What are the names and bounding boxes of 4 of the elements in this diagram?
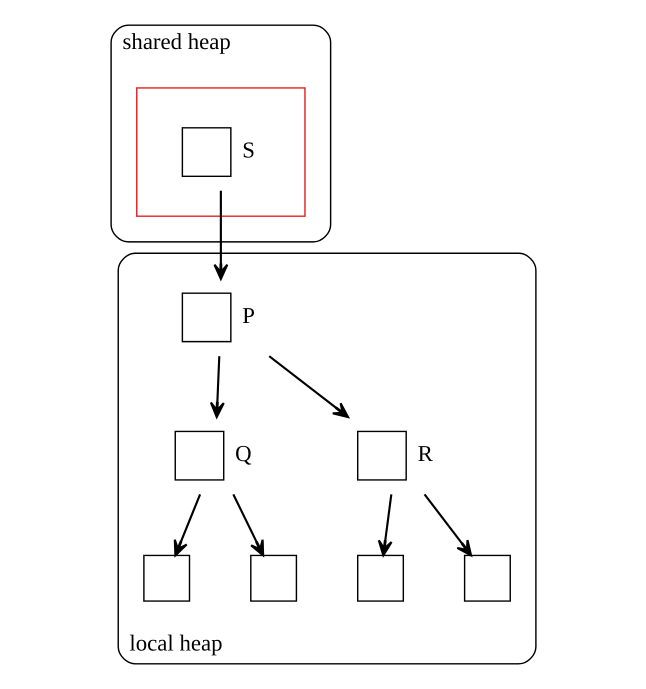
node-label: Q xyxy=(234,441,252,466)
node-label: P xyxy=(242,302,254,328)
node-label: R xyxy=(417,441,432,466)
node-label: S xyxy=(242,137,254,162)
